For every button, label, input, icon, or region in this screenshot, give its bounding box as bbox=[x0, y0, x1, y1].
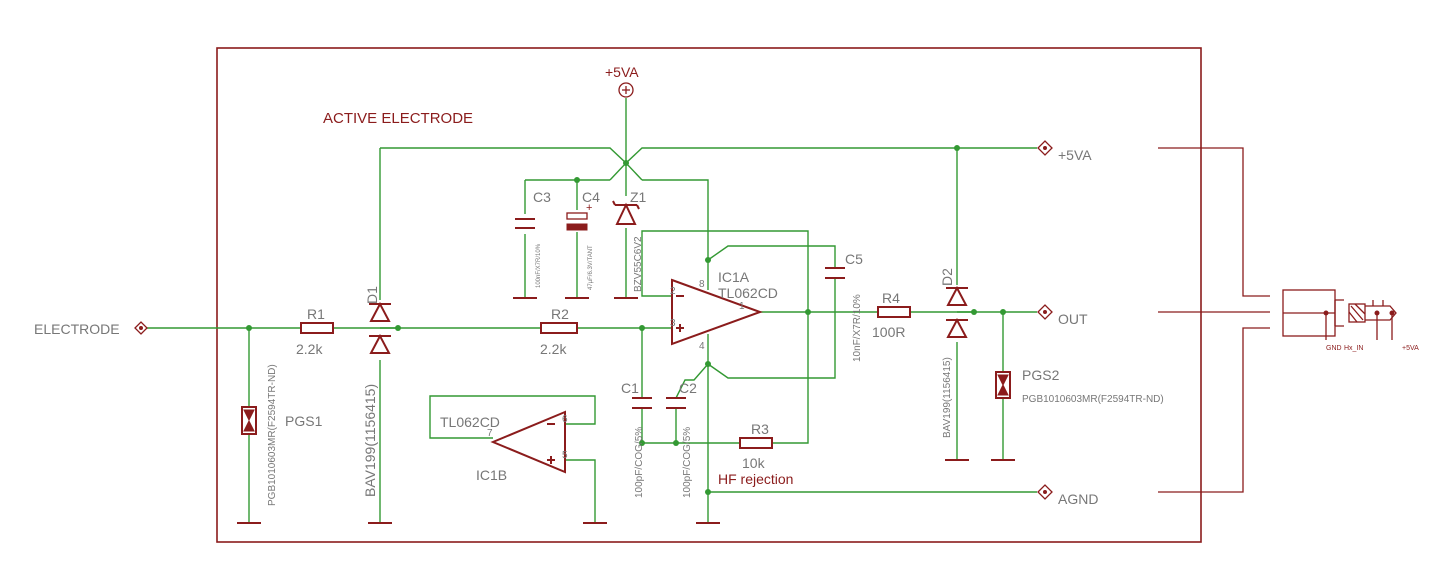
port-supply-right[interactable]: +5VA bbox=[1037, 140, 1092, 163]
svg-text:100pF/COG/5%: 100pF/COG/5% bbox=[682, 427, 693, 498]
svg-text:6: 6 bbox=[562, 414, 568, 425]
svg-text:R2: R2 bbox=[551, 306, 569, 322]
junction-dots bbox=[246, 145, 1006, 495]
svg-text:1: 1 bbox=[739, 301, 745, 312]
diode-pair-d1[interactable]: D1 BAV199(1156415) bbox=[362, 286, 398, 497]
svg-text:R4: R4 bbox=[882, 290, 900, 306]
svg-text:100nF/X7R/10%: 100nF/X7R/10% bbox=[536, 243, 542, 288]
svg-text:100pF/COG/5%: 100pF/COG/5% bbox=[634, 427, 645, 498]
svg-text:8: 8 bbox=[699, 279, 705, 290]
port-agnd[interactable]: AGND bbox=[1037, 484, 1098, 507]
port-out[interactable]: OUT bbox=[1037, 304, 1088, 327]
resistor-r4[interactable]: R4 100R bbox=[872, 290, 911, 340]
capacitor-c4[interactable]: + C4 47µF/6.3V/TANT bbox=[566, 189, 600, 290]
resistor-r3[interactable]: R3 10k bbox=[739, 421, 773, 471]
svg-text:TL062CD: TL062CD bbox=[718, 285, 778, 301]
port-out-label: OUT bbox=[1058, 311, 1088, 327]
svg-text:R1: R1 bbox=[307, 306, 325, 322]
svg-text:10nF/X7R/10%: 10nF/X7R/10% bbox=[852, 294, 863, 362]
connector-gnd-label: GND bbox=[1326, 345, 1342, 352]
port-supply-top[interactable]: +5VA bbox=[605, 64, 639, 98]
svg-text:3: 3 bbox=[670, 318, 676, 329]
svg-text:IC1A: IC1A bbox=[718, 269, 750, 285]
svg-text:BAV199(1156415): BAV199(1156415) bbox=[362, 384, 378, 497]
svg-text:PGB1010603MR(F2594TR-ND): PGB1010603MR(F2594TR-ND) bbox=[1022, 394, 1164, 405]
svg-text:2.2k: 2.2k bbox=[540, 341, 567, 357]
svg-text:PGB1010603MR(F2594TR-ND): PGB1010603MR(F2594TR-ND) bbox=[267, 364, 278, 506]
resistor-r2[interactable]: R2 2.2k bbox=[540, 306, 578, 357]
svg-text:BAV199(1156415): BAV199(1156415) bbox=[942, 357, 953, 438]
svg-text:C3: C3 bbox=[533, 189, 551, 205]
opamp-ic1a[interactable]: 2 3 1 8 4 IC1A TL062CD bbox=[670, 269, 778, 364]
zener-z1[interactable]: Z1 BZV55C6V2 bbox=[612, 189, 647, 292]
svg-text:C1: C1 bbox=[621, 380, 639, 396]
resistor-r1[interactable]: R1 2.2k bbox=[296, 306, 334, 357]
port-electrode-label: ELECTRODE bbox=[34, 321, 120, 337]
svg-text:D2: D2 bbox=[939, 268, 955, 286]
svg-text:47µF/6.3V/TANT: 47µF/6.3V/TANT bbox=[588, 245, 594, 290]
svg-text:R3: R3 bbox=[751, 421, 769, 437]
hf-rejection-note: HF rejection bbox=[718, 471, 793, 487]
capacitor-c5[interactable]: C5 10nF/X7R/10% bbox=[825, 251, 863, 362]
svg-text:+: + bbox=[586, 202, 592, 214]
svg-text:4: 4 bbox=[699, 341, 705, 352]
svg-text:IC1B: IC1B bbox=[476, 467, 507, 483]
svg-text:100R: 100R bbox=[872, 324, 905, 340]
svg-text:5: 5 bbox=[562, 450, 568, 461]
suppressor-pgs1[interactable]: PGS1 PGB1010603MR(F2594TR-ND) bbox=[241, 364, 323, 506]
svg-text:2: 2 bbox=[670, 286, 676, 297]
svg-text:7: 7 bbox=[487, 428, 493, 439]
connector-in-label: Hx_IN bbox=[1344, 345, 1363, 352]
opamp-ic1b[interactable]: 6 5 7 TL062CD IC1B bbox=[440, 410, 568, 483]
diode-pair-d2[interactable]: D2 BAV199(1156415) bbox=[939, 268, 974, 438]
svg-text:BZV55C6V2: BZV55C6V2 bbox=[633, 236, 644, 292]
svg-text:PGS2: PGS2 bbox=[1022, 367, 1060, 383]
port-supply-top-label: +5VA bbox=[605, 64, 639, 80]
capacitor-c1[interactable]: C1 100pF/COG/5% bbox=[621, 380, 652, 498]
suppressor-pgs2[interactable]: PGS2 PGB1010603MR(F2594TR-ND) bbox=[995, 367, 1164, 405]
port-supply-right-label: +5VA bbox=[1058, 147, 1092, 163]
capacitor-c2[interactable]: C2 100pF/COG/5% bbox=[666, 380, 697, 498]
sheet-frame bbox=[216, 47, 1202, 543]
wires bbox=[147, 98, 1037, 523]
svg-text:C2: C2 bbox=[679, 380, 697, 396]
svg-text:PGS1: PGS1 bbox=[285, 413, 323, 429]
port-electrode[interactable]: ELECTRODE bbox=[34, 321, 148, 337]
port-agnd-label: AGND bbox=[1058, 491, 1098, 507]
schematic-title: ACTIVE ELECTRODE bbox=[323, 110, 473, 127]
capacitor-c3[interactable]: C3 100nF/X7R/10% bbox=[515, 189, 551, 288]
svg-text:D1: D1 bbox=[364, 286, 380, 304]
svg-text:10k: 10k bbox=[742, 455, 766, 471]
svg-text:C4: C4 bbox=[582, 189, 600, 205]
svg-text:C5: C5 bbox=[845, 251, 863, 267]
svg-text:Z1: Z1 bbox=[630, 189, 647, 205]
svg-text:2.2k: 2.2k bbox=[296, 341, 323, 357]
ground-symbols bbox=[237, 297, 1015, 524]
connector-supply-label: +5VA bbox=[1402, 345, 1419, 352]
svg-text:TL062CD: TL062CD bbox=[440, 414, 500, 430]
external-connector: GND Hx_IN +5VA bbox=[1158, 147, 1419, 493]
